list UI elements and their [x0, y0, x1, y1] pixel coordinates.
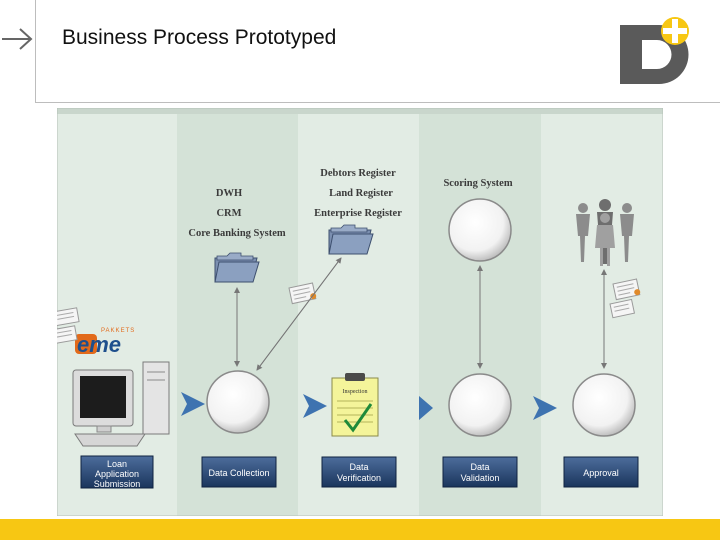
- lane-3: [298, 108, 419, 516]
- step-label-line: Approval: [583, 468, 619, 478]
- step-label-line: Loan: [107, 459, 127, 469]
- step-data-verification: Data Verification: [321, 456, 397, 488]
- clipboard-check-icon: Inspection: [331, 373, 379, 437]
- diagram-top-band: [57, 108, 663, 114]
- lane-5: [541, 108, 663, 516]
- right-arrow-icon: [2, 28, 33, 50]
- data-validation-node: [448, 373, 512, 437]
- computer-icon: [72, 361, 170, 447]
- step-label-line: Verification: [337, 473, 381, 483]
- step-label-line: Validation: [461, 473, 500, 483]
- step-label-line: Data: [349, 462, 368, 472]
- step-label-line: Application: [95, 469, 139, 479]
- flow-arrow-icon: [303, 394, 327, 418]
- eme-logo: PAKKETS eme: [75, 328, 135, 357]
- eme-logo-text: eme: [77, 332, 121, 357]
- source-label-land-register: Land Register: [329, 188, 393, 199]
- step-approval: Approval: [563, 456, 639, 488]
- flow-arrow-icon: [533, 396, 557, 420]
- slide-header: Business Process Prototyped: [0, 0, 720, 103]
- source-label-crm: CRM: [216, 208, 241, 219]
- header-divider-horizontal: [35, 102, 720, 103]
- clipboard-label: Inspection: [343, 389, 368, 395]
- people-icon: [576, 199, 634, 266]
- logo-d-icon: [620, 17, 689, 84]
- slide-title: Business Process Prototyped: [62, 26, 337, 49]
- step-label-line: Data Collection: [208, 468, 269, 478]
- folder-icon: [328, 224, 374, 255]
- process-diagram: DWH CRM Core Banking System Debtors Regi…: [57, 108, 663, 516]
- document-icon: [57, 307, 80, 327]
- step-data-collection: Data Collection: [201, 456, 277, 488]
- step-data-validation: Data Validation: [442, 456, 518, 488]
- flow-arrow-icon: [419, 396, 433, 420]
- footer-accent-bar: [0, 519, 720, 540]
- eme-logo-small-text: PAKKETS: [101, 328, 135, 334]
- source-label-core-banking: Core Banking System: [188, 228, 285, 239]
- source-label-dwh: DWH: [216, 188, 242, 199]
- step-loan-application-submission: Loan Application Submission: [80, 455, 154, 489]
- document-icon: [612, 278, 641, 301]
- folder-icon: [214, 252, 260, 283]
- document-icon: [288, 282, 317, 305]
- data-collection-node: [206, 370, 270, 434]
- source-label-scoring-system: Scoring System: [443, 178, 512, 189]
- source-label-enterprise-register: Enterprise Register: [314, 208, 402, 219]
- step-label-line: Data: [470, 462, 489, 472]
- header-divider-vertical: [35, 0, 36, 103]
- connector-arrow: [256, 257, 342, 371]
- scoring-system-node: [448, 198, 512, 262]
- document-icon: [57, 325, 78, 345]
- source-label-debtors-register: Debtors Register: [320, 168, 396, 179]
- approval-node: [572, 373, 636, 437]
- flow-arrow-icon: [181, 392, 205, 416]
- step-label-line: Submission: [94, 479, 141, 489]
- document-icon: [609, 298, 636, 319]
